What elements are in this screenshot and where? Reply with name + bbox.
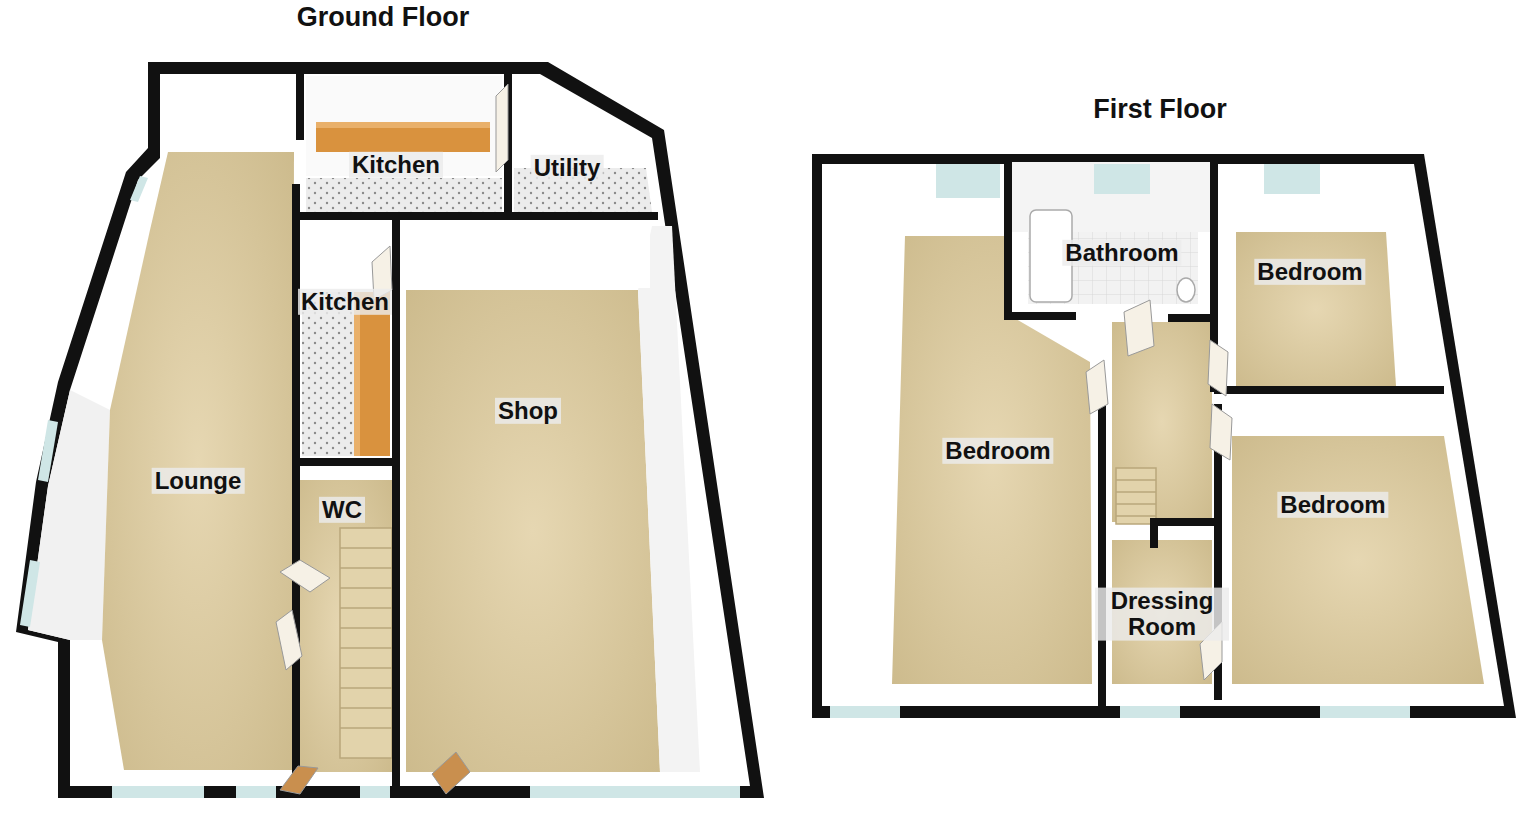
room-label: Shop (495, 398, 561, 424)
window (1320, 706, 1410, 718)
stairs (340, 707, 392, 709)
ground-floor (16, 62, 764, 798)
floor-heading: Ground Floor (297, 3, 469, 33)
stairs (1116, 479, 1156, 481)
stairs (340, 647, 392, 649)
first-floor (812, 154, 1516, 718)
hall-floor (292, 480, 392, 772)
room-label: Bedroom (1254, 259, 1365, 285)
door (280, 560, 330, 592)
door (1086, 300, 1232, 680)
room-label: Lounge (152, 468, 245, 494)
stairs (340, 587, 392, 589)
counter (354, 292, 390, 456)
stairs (1116, 503, 1156, 505)
window (1264, 164, 1320, 194)
room-label: Bedroom (1277, 492, 1388, 518)
stairs (340, 627, 392, 629)
internal-wall (296, 212, 658, 220)
internal-wall (296, 66, 304, 140)
window (1094, 164, 1150, 194)
window (130, 176, 148, 202)
wall-face (28, 74, 750, 786)
counter-top (354, 292, 360, 456)
door (280, 766, 318, 794)
window (530, 786, 740, 798)
door (496, 84, 508, 172)
floor-heading: First Floor (1093, 95, 1227, 125)
internal-wall (1004, 312, 1076, 320)
window (830, 164, 1410, 718)
door (1210, 404, 1232, 460)
door (276, 610, 302, 670)
landing-floor (1112, 322, 1212, 522)
door (432, 752, 470, 794)
shop-wall-shade (638, 226, 700, 772)
door (276, 84, 508, 794)
wall-face (822, 164, 1504, 706)
door (1208, 340, 1228, 396)
outer-wall (16, 62, 764, 798)
room-label: Utility (531, 155, 604, 181)
internal-wall (1004, 158, 1444, 712)
wall-shade (28, 390, 110, 640)
internal-wall (1154, 518, 1220, 526)
stairs (1116, 468, 1156, 524)
internal-wall (292, 184, 300, 782)
internal-wall (392, 216, 400, 792)
stairs (1116, 491, 1156, 493)
internal-wall (1214, 386, 1444, 394)
room-label: Bathroom (1062, 240, 1181, 266)
internal-wall (1098, 400, 1106, 712)
internal-wall (296, 66, 658, 792)
window (112, 786, 204, 798)
counter-top (316, 122, 490, 128)
window (830, 706, 900, 718)
toilet (1177, 278, 1195, 302)
stairs (340, 607, 392, 609)
shop-floor (406, 290, 660, 772)
kitchen-floor (306, 178, 502, 212)
room-label: Bedroom (942, 438, 1053, 464)
lounge-floor (102, 152, 294, 770)
wall-face (400, 222, 650, 288)
window (1120, 706, 1180, 718)
bedroom-floor (1232, 436, 1484, 684)
room-label: Kitchen (298, 289, 392, 315)
counter (316, 122, 490, 152)
wall-face (300, 466, 392, 480)
outer-wall (812, 154, 1516, 718)
internal-wall (1004, 158, 1012, 316)
window (236, 786, 276, 798)
window (38, 420, 58, 482)
room-label: WC (319, 497, 365, 523)
window (936, 164, 1000, 198)
stairs (340, 567, 392, 569)
internal-wall (296, 458, 392, 466)
internal-wall (1168, 314, 1214, 322)
stairs (1116, 468, 1156, 524)
kitchen2-floor (302, 292, 354, 456)
internal-wall (1150, 518, 1158, 548)
door (1086, 360, 1108, 414)
stairs (340, 547, 392, 549)
bedroom-floor (1236, 232, 1396, 386)
stairs (340, 528, 392, 758)
window (20, 560, 40, 627)
room-label: Dressing Room (1095, 588, 1229, 641)
stairs (340, 667, 392, 669)
stairs (1116, 515, 1156, 517)
stairs (340, 528, 392, 758)
window (360, 786, 390, 798)
window (20, 176, 740, 798)
door (1124, 300, 1154, 356)
room-label: Kitchen (349, 152, 443, 178)
stairs (340, 727, 392, 729)
stairs (340, 687, 392, 689)
